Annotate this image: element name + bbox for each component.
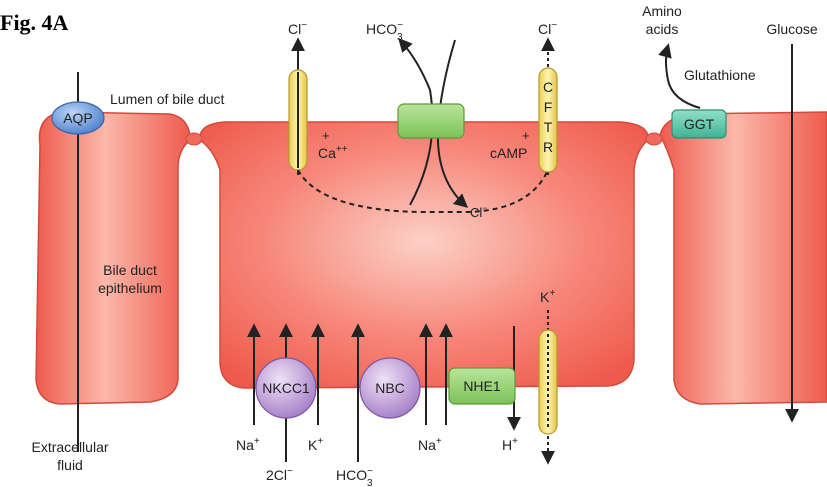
ggt-protein: [671, 109, 727, 139]
aqp-protein: [51, 101, 105, 135]
na-label-1: Na+: [236, 436, 260, 453]
left-cell: [35, 111, 191, 405]
nbc-label: NBC: [375, 380, 405, 396]
k-bottom-label: K+: [308, 436, 323, 453]
plus-camp: +: [522, 128, 530, 143]
glucose-label: Glucose: [766, 21, 818, 37]
epithelium-label-line2: epithelium: [98, 280, 162, 296]
na-label-2: Na+: [418, 436, 442, 453]
glutathione-arrow: [658, 43, 701, 109]
central-cell: [199, 121, 649, 389]
hco3-top-label: HCO−3: [366, 20, 403, 43]
cftr-channel: [538, 67, 558, 173]
cftr-letter-r: R: [543, 139, 553, 155]
nkcc1-protein: [255, 357, 317, 419]
junction-right: [645, 132, 663, 146]
amino-label-line2: acids: [646, 21, 679, 37]
right-cell: [659, 111, 827, 405]
figure-label: Fig. 4A: [0, 10, 69, 35]
extracellular-label-line2: fluid: [57, 457, 83, 473]
extracellular-label-line1: Extracellular: [31, 439, 108, 455]
cftr-letter-f: F: [544, 99, 553, 115]
nhe1-label: NHE1: [463, 378, 501, 394]
aqp-label: AQP: [63, 110, 93, 126]
ggt-label: GGT: [684, 116, 715, 132]
cftr-letter-c: C: [543, 79, 553, 95]
epithelium-label-line1: Bile duct: [103, 262, 157, 278]
cl2-bottom-label: 2Cl−: [266, 466, 293, 483]
camp-label: cAMP: [490, 145, 527, 161]
cl-recycle-dashed-path: [297, 169, 549, 213]
lumen-label: Lumen of bile duct: [110, 91, 225, 107]
glutathione-label: Glutathione: [684, 67, 756, 83]
anion-exchanger: [397, 103, 465, 139]
ca-label: Ca++: [318, 144, 348, 161]
nhe1-protein: [448, 367, 516, 405]
cl-center-label: Cl−: [470, 203, 488, 220]
plus-ca: +: [322, 128, 330, 143]
cl-top-left-label: Cl−: [288, 20, 307, 37]
h-label: H+: [502, 436, 518, 453]
junction-left: [185, 132, 203, 146]
cftr-letter-t: T: [544, 119, 553, 135]
hco3-efflux-arrow: [398, 37, 434, 206]
amino-label-line1: Amino: [642, 3, 682, 19]
k-top-label: K+: [540, 288, 555, 305]
hco3-bottom-label: HCO−3: [336, 466, 373, 487]
nbc-protein: [359, 357, 421, 419]
cl-top-right-label: Cl−: [538, 20, 557, 37]
nkcc1-label: NKCC1: [262, 380, 310, 396]
